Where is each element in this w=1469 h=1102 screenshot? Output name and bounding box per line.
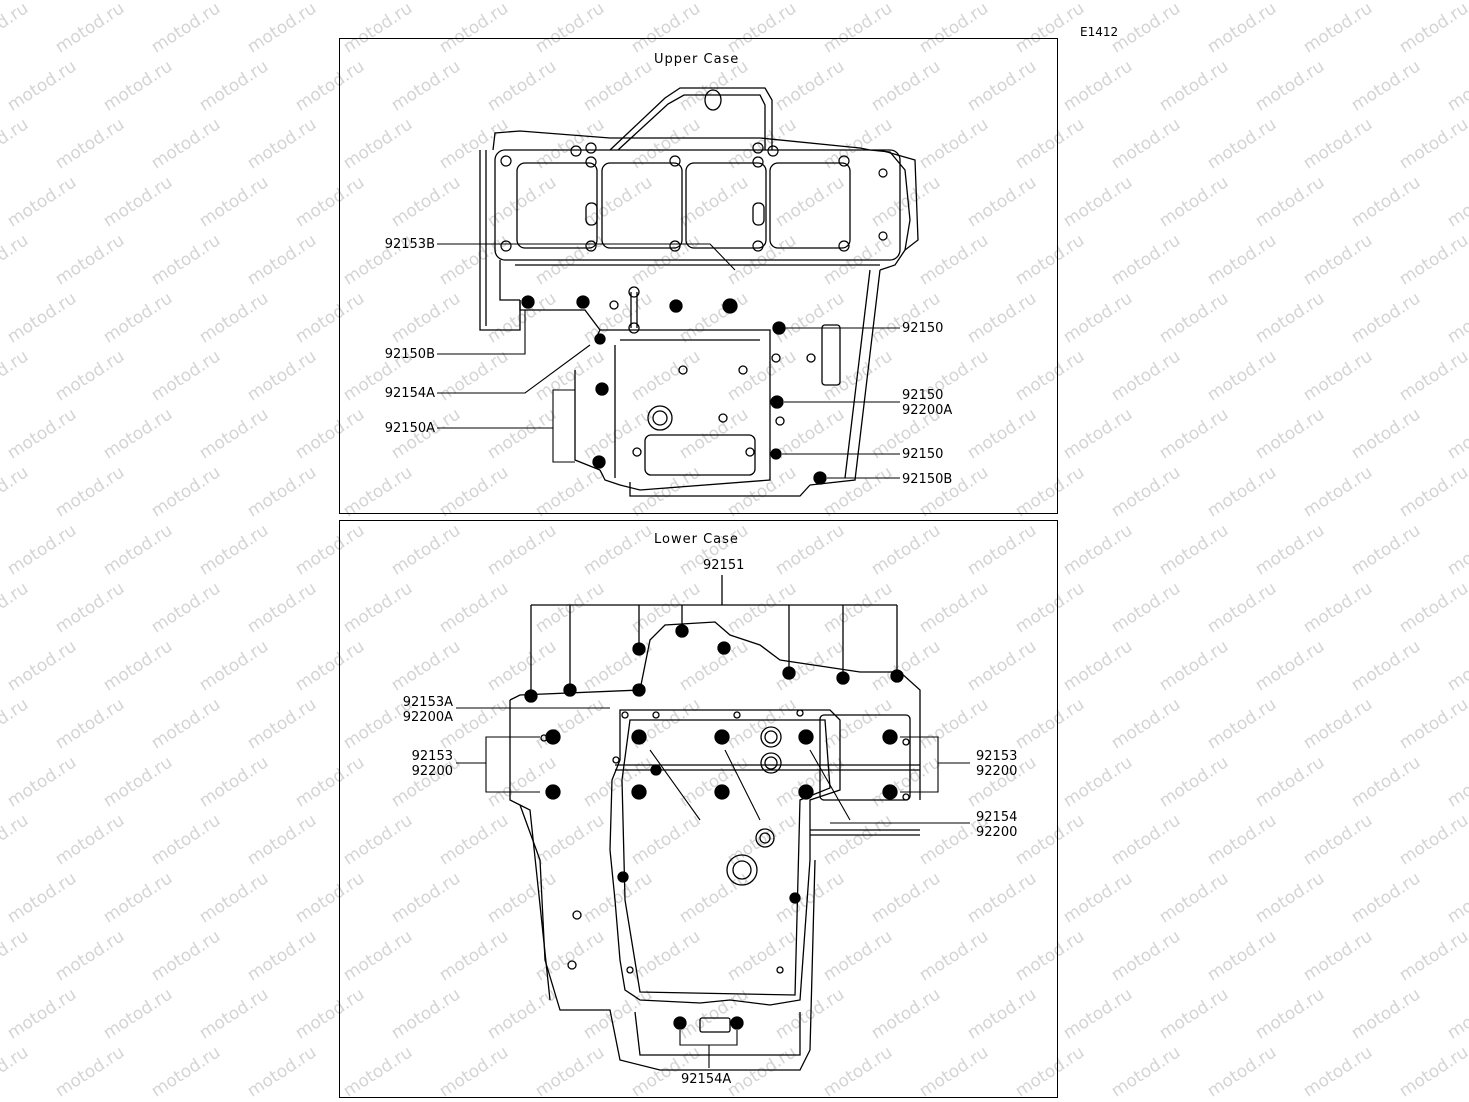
callout-92153a: 92153A: [402, 695, 453, 710]
callout-92151: 92151: [703, 558, 745, 573]
callout-92150-low: 92150: [902, 447, 944, 462]
callout-92153-left: 92153: [411, 749, 453, 764]
lower-case-drawing: [456, 575, 970, 1071]
lower-case-panel: [339, 520, 1058, 1098]
callout-92150b-right: 92150B: [902, 472, 953, 487]
callout-92150-mid: 92150: [902, 388, 944, 403]
callout-92150a: 92150A: [384, 421, 435, 436]
callout-92154: 92154: [976, 810, 1018, 825]
callout-92200a-mid: 92200A: [902, 403, 953, 418]
callout-92154a-bottom: 92154A: [681, 1072, 732, 1087]
lower-case-title: Lower Case: [654, 532, 739, 547]
callout-92200-lower: 92200: [976, 825, 1018, 840]
callout-92153-right: 92153: [976, 749, 1018, 764]
callout-92200-right: 92200: [976, 764, 1018, 779]
callout-92150-top: 92150: [902, 321, 944, 336]
upper-case-drawing: [437, 87, 919, 497]
upper-case-title: Upper Case: [654, 52, 740, 67]
upper-case-panel: [339, 38, 1058, 514]
callout-92154a: 92154A: [384, 386, 435, 401]
callout-92150b-left: 92150B: [384, 347, 435, 362]
callout-92153b: 92153B: [384, 237, 435, 252]
figure-id: E1412: [1080, 25, 1119, 39]
callout-92200a-left: 92200A: [402, 710, 453, 725]
callout-92200-left: 92200: [411, 764, 453, 779]
